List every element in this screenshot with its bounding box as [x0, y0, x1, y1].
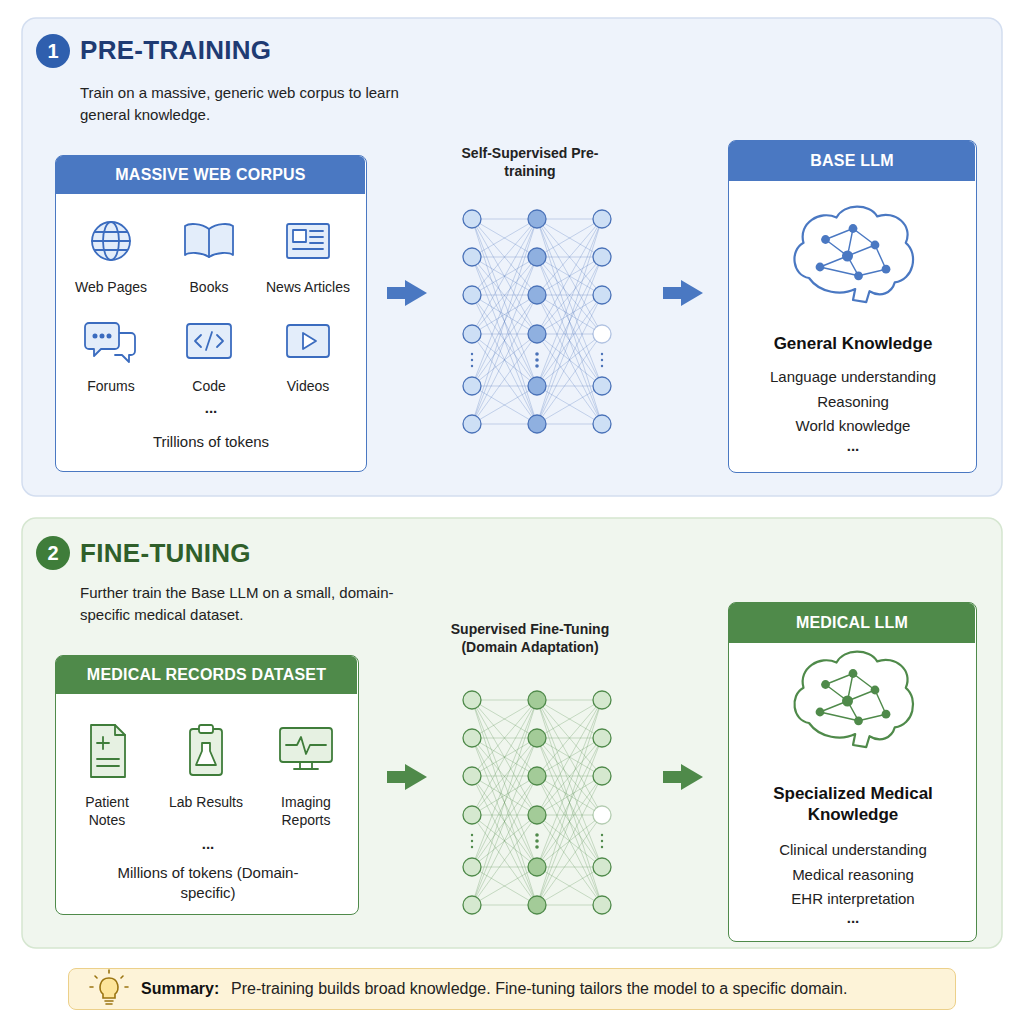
ellipsis: ...	[178, 834, 238, 854]
section-panel: 2 MEDICAL RECORDS DATASET Patient Notes La…	[22, 518, 1002, 948]
box-header: MEDICAL LLM	[729, 603, 975, 643]
step-number: 1	[36, 34, 70, 68]
network-illustration	[440, 140, 620, 452]
step-circle: 1	[36, 34, 70, 68]
icon-label: Imaging Reports	[266, 793, 346, 829]
box-header: MEDICAL RECORDS DATASET	[56, 656, 357, 694]
section-heading: PRE-TRAINING	[80, 34, 500, 68]
icon-label: Forums	[61, 377, 161, 395]
capability-item: Language understanding	[738, 367, 968, 387]
flow-arrow	[663, 771, 681, 783]
flow-arrow	[663, 287, 681, 299]
capability-item: Reasoning	[738, 392, 968, 412]
section-heading: FINE-TUNING	[80, 537, 500, 571]
network-illustration	[440, 612, 620, 924]
training-step: Self-Supervised Pre-training	[440, 140, 620, 452]
capability-item: Medical reasoning	[738, 865, 968, 885]
model-box: BASE LLM General KnowledgeLanguage unders…	[728, 140, 977, 473]
icon-label: Patient Notes	[67, 793, 147, 829]
section-description: Train on a massive, generic web corpus t…	[80, 82, 400, 126]
section-panel: 1 MASSIVE WEB CORPUS Web PagesBooksNews A…	[22, 18, 1002, 496]
summary-box: Summary:Pre-training builds broad knowle…	[68, 968, 956, 1010]
section-description: Further train the Base LLM on a small, d…	[80, 582, 400, 626]
dataset-box: MASSIVE WEB CORPUS Web PagesBooksNews Art…	[55, 155, 367, 472]
summary-key: Summary:	[141, 979, 231, 1000]
flow-arrow	[387, 287, 405, 299]
box-header: MASSIVE WEB CORPUS	[56, 156, 365, 194]
capability-item: EHR interpretation	[738, 889, 968, 909]
section-panel	[22, 518, 1002, 948]
process-caption: Supervised Fine-Tuning (Domain Adaptatio…	[440, 620, 620, 656]
icon-label: Code	[159, 377, 259, 395]
token-count: Millions of tokens (Domain-specific)	[98, 863, 318, 902]
icon-label: Books	[159, 278, 259, 296]
capability-item: World knowledge	[738, 416, 968, 436]
process-caption: Self-Supervised Pre-training	[460, 144, 600, 180]
capability-item: Clinical understanding	[738, 840, 968, 860]
knowledge-title: General Knowledge	[738, 333, 968, 354]
dataset-box: MEDICAL RECORDS DATASET Patient Notes Lab …	[55, 655, 359, 915]
box-header: BASE LLM	[729, 141, 975, 181]
ellipsis: ...	[181, 398, 241, 418]
token-count: Trillions of tokens	[101, 432, 321, 452]
ellipsis: ...	[823, 908, 883, 928]
training-step: Supervised Fine-Tuning (Domain Adaptatio…	[440, 612, 620, 924]
source-icons	[56, 156, 368, 473]
model-box: MEDICAL LLM Specialized Medical Knowledge…	[728, 602, 977, 942]
section-panel	[22, 18, 1002, 496]
icon-label: News Articles	[258, 278, 358, 296]
step-number: 2	[36, 536, 70, 570]
knowledge-title: Specialized Medical Knowledge	[738, 783, 968, 826]
icon-label: Lab Results	[166, 793, 246, 811]
icon-label: Web Pages	[61, 278, 161, 296]
ellipsis: ...	[823, 436, 883, 456]
flow-arrow	[387, 771, 405, 783]
step-circle: 2	[36, 536, 70, 570]
icon-label: Videos	[258, 377, 358, 395]
summary-text: Pre-training builds broad knowledge. Fin…	[231, 979, 946, 1000]
